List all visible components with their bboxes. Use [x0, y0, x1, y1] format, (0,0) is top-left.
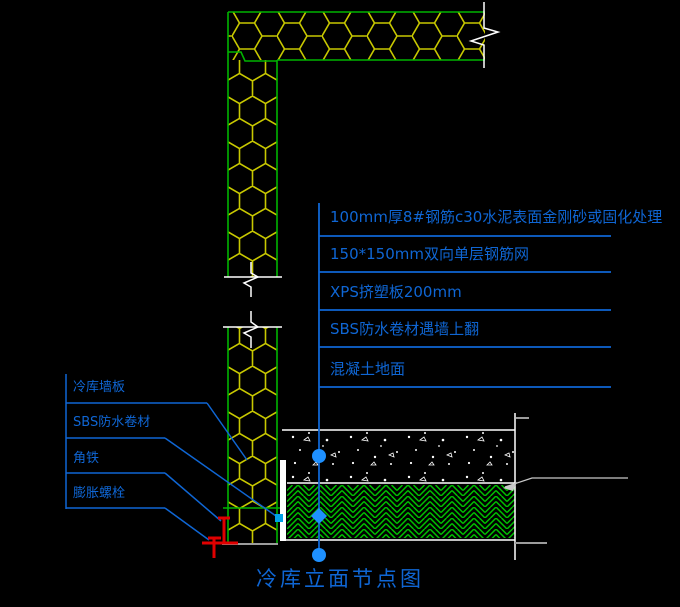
xps-slab	[287, 485, 515, 538]
break-symbol-wall-upper	[224, 262, 282, 297]
marker-dot-concrete	[312, 449, 326, 463]
callout-sbs-membrane-upturn: SBS防水卷材遇墙上翻	[330, 320, 480, 338]
break-symbol-ceiling	[468, 2, 501, 68]
callout-concrete-ground: 混凝土地面	[330, 360, 406, 378]
marker-dot-base	[312, 548, 326, 562]
slab-outlines	[282, 413, 516, 560]
break-symbol-wall-lower	[223, 311, 282, 348]
panel-outlines	[223, 11, 485, 543]
ceiling-panel	[228, 12, 485, 60]
marker-diamond-xps	[311, 508, 327, 524]
marker-square-sbs	[275, 514, 283, 522]
level-markers	[275, 449, 327, 562]
expansion-bolt-symbol	[202, 516, 238, 558]
callout-rebar-mesh: 150*150mm双向单层钢筋网	[330, 245, 529, 263]
callout-expansion-bolt: 膨胀螺栓	[73, 486, 126, 501]
wall-panel-lower	[228, 327, 277, 543]
drawing-title: 冷库立面节点图	[256, 567, 424, 591]
callout-angle-iron: 角铁	[73, 451, 100, 466]
right-callout-lines	[318, 203, 611, 555]
callout-coldroom-wall-panel: 冷库墙板	[73, 380, 126, 395]
left-callout-lines	[65, 374, 277, 541]
callout-xps-board: XPS挤塑板200mm	[330, 283, 462, 301]
callout-floor-surface: 100mm厚8#钢筋c30水泥表面金刚砂或固化处理	[330, 208, 663, 226]
slab-joint-leader-arrow	[503, 477, 628, 491]
sbs-upturn-strip	[280, 460, 286, 541]
callout-sbs-membrane: SBS防水卷材	[73, 415, 151, 430]
wall-panel-upper	[228, 60, 277, 277]
